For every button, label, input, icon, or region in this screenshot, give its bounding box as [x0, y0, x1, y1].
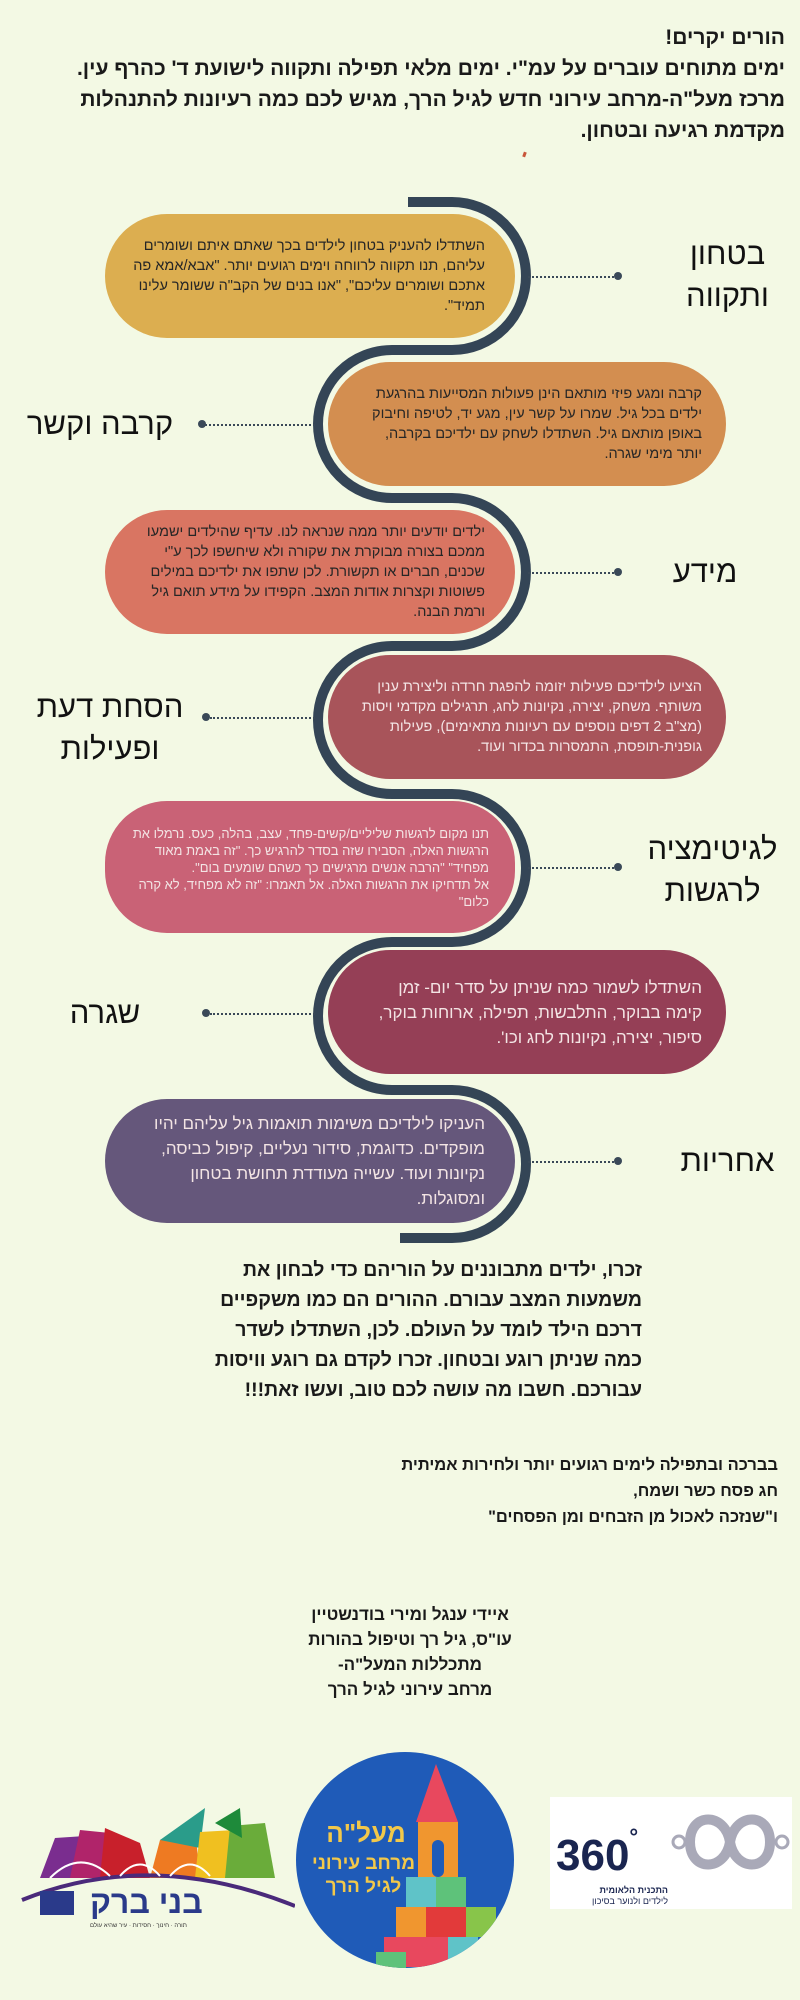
curve-path: [313, 197, 531, 1243]
topic-text: ילדים יודעים יותר ממה שנראה לנו. עדיף שה…: [146, 524, 485, 620]
closing-line: כמה שניתן רוגע ובטחון. זכרו לקדם גם רוגע…: [214, 1349, 642, 1371]
connector-dot: [614, 863, 622, 871]
topic-card-information: ילדים יודעים יותר ממה שנראה לנו. עדיף שה…: [105, 510, 515, 634]
title-line: ותקווה: [686, 278, 769, 313]
title-line: ופעילות: [60, 731, 160, 766]
title-line: קרבה וקשר: [26, 406, 174, 441]
closing-line: עבורכם. חשבו מה עושה לכם טוב, ועשו זאת!!…: [244, 1379, 642, 1401]
topic-title-distraction: הסחת דעת ופעילות: [25, 686, 195, 770]
connector-dot: [614, 1157, 622, 1165]
title-line: הסחת דעת: [36, 689, 184, 724]
title-line: מידע: [672, 554, 738, 589]
title-line: אחריות: [680, 1143, 775, 1178]
topic-card-emotions: תנו מקום לרגשות שליליים/קשים-פחד, עצב, ב…: [105, 801, 515, 933]
connector-dot: [202, 713, 210, 721]
topic-card-closeness: קרבה ומגע פיזי מותאם הינן פעולות המסייעו…: [328, 362, 726, 486]
topic-text: קרבה ומגע פיזי מותאם הינן פעולות המסייעו…: [372, 386, 702, 462]
title-line: לרגשות: [664, 873, 761, 908]
dotted-connector: [528, 276, 618, 280]
dotted-connector: [205, 424, 315, 428]
topic-text: השתדלו להעניק בטחון לילדים בכך שאתם איתם…: [133, 238, 485, 314]
intro-greeting: הורים יקרים!: [665, 26, 785, 49]
topic-title-closeness: קרבה וקשר: [5, 403, 195, 445]
program-360-number: 360°: [556, 1826, 638, 1880]
maale-name: מעל"ה: [326, 1818, 406, 1848]
topic-card-responsibility: העניקו לילדיכם משימות תואמות גיל עליהם י…: [105, 1099, 515, 1223]
topic-text: תנו מקום לרגשות שליליים/קשים-פחד, עצב, ב…: [117, 825, 489, 910]
connector-dot: [198, 420, 206, 428]
intro-text: הורים יקרים! ימים מתוחים עוברים על עמ"י.…: [5, 22, 785, 146]
caption-line: לילדים ולנוער בסיכון: [592, 1896, 668, 1906]
number-text: 360: [556, 1831, 630, 1880]
title-line: שגרה: [69, 995, 141, 1030]
bnei-brak-tagline: תורה · חינוך · חסידות · עיר שהיא עולם: [90, 1923, 187, 1929]
bnei-brak-book-icon: [21, 1808, 296, 1908]
signature-line: איידי ענגל ומירי בודנשטיין: [311, 1605, 509, 1624]
dotted-connector: [528, 867, 618, 871]
dotted-connector: [210, 1013, 315, 1017]
closing-paragraph: זכרו, ילדים מתבוננים על הוריהם כדי לבחון…: [170, 1255, 642, 1405]
connector-dot: [202, 1009, 210, 1017]
dotted-connector: [528, 572, 618, 576]
degree-symbol-icon: °: [629, 1824, 639, 1849]
title-line: בטחון: [689, 236, 766, 271]
topic-card-security-hope: השתדלו להעניק בטחון לילדים בכך שאתם איתם…: [105, 214, 515, 338]
bnei-brak-logo: בני ברק תורה · חינוך · חסידות · עיר שהיא…: [10, 1808, 296, 1933]
maale-line: מרחב עירוני: [311, 1853, 415, 1874]
topic-title-routine: שגרה: [50, 992, 160, 1034]
closing-line: משמעות המצב עבורם. ההורים הם כמו משקפיים: [220, 1289, 642, 1311]
connector-dot: [614, 272, 622, 280]
blessing-line: בברכה ובתפילה לימים רגועים יותר ולחירות …: [401, 1456, 778, 1474]
topic-text-part: תנו מקום לרגשות שליליים/קשים-פחד, עצב, ב…: [132, 825, 489, 875]
topic-text-part: אל תדחיקו את הרגשות האלה. אל תאמרו: "זה …: [138, 876, 489, 909]
topic-text: השתדלו לשמור כמה שניתן על סדר יום- זמן ק…: [378, 977, 702, 1047]
blessing: בברכה ובתפילה לימים רגועים יותר ולחירות …: [401, 1452, 778, 1530]
maale-line: לגיל הרך: [325, 1876, 402, 1897]
caption-line: התכנית הלאומית: [599, 1885, 668, 1895]
intro-line: ימים מתוחים עוברים על עמ"י. ימים מלאי תפ…: [76, 57, 785, 80]
closing-line: זכרו, ילדים מתבוננים על הוריהם כדי לבחון…: [243, 1259, 642, 1281]
closing-line: דרכם הילד לומד על העולם. לכן, השתדלו לשד…: [235, 1319, 642, 1341]
intro-line: מקדמת רגיעה ובטחון.: [580, 119, 785, 142]
signature-line: מתכללות המעל"ה-: [337, 1655, 483, 1674]
building-blocks-icon: [376, 1764, 496, 1968]
s-curve-connector: [313, 197, 531, 1243]
city-emblem-icon: [40, 1891, 74, 1915]
signature-line: עו"ס, גיל רך וטיפול בהורות: [308, 1630, 512, 1649]
blessing-line: ו"שנזכה לאכול מן הזבחים ומן הפסחים": [488, 1508, 778, 1526]
topic-title-responsibility: אחריות: [665, 1140, 790, 1182]
title-line: לגיטימציה: [647, 831, 778, 866]
intro-line: מרכז מעל"ה-מרחב עירוני חדש לגיל הרך, מגי…: [80, 88, 785, 111]
blessing-line: חג פסח כשר ושמח,: [633, 1482, 778, 1500]
bnei-brak-name: בני ברק: [90, 1884, 203, 1920]
dotted-connector: [210, 717, 315, 721]
topic-card-distraction: הציעו לילדיכם פעילות יזומה להפגת חרדה ול…: [328, 655, 726, 779]
dotted-connector: [528, 1161, 618, 1165]
topic-title-emotions: לגיטימציה לרגשות: [630, 828, 795, 912]
topic-card-routine: השתדלו לשמור כמה שניתן על סדר יום- זמן ק…: [328, 950, 726, 1074]
topic-text: הציעו לילדיכם פעילות יזומה להפגת חרדה ול…: [361, 679, 702, 755]
topic-title-security-hope: בטחון ותקווה: [660, 233, 795, 317]
connector-dot: [614, 568, 622, 576]
topic-title-information: מידע: [650, 551, 760, 593]
topic-text: העניקו לילדיכם משימות תואמות גיל עליהם י…: [154, 1114, 485, 1208]
signature-line: מרחב עירוני לגיל הרך: [327, 1680, 493, 1699]
infinity-knot-icon: [671, 1814, 790, 1870]
signature: איידי ענגל ומירי בודנשטיין עו"ס, גיל רך …: [280, 1602, 540, 1702]
